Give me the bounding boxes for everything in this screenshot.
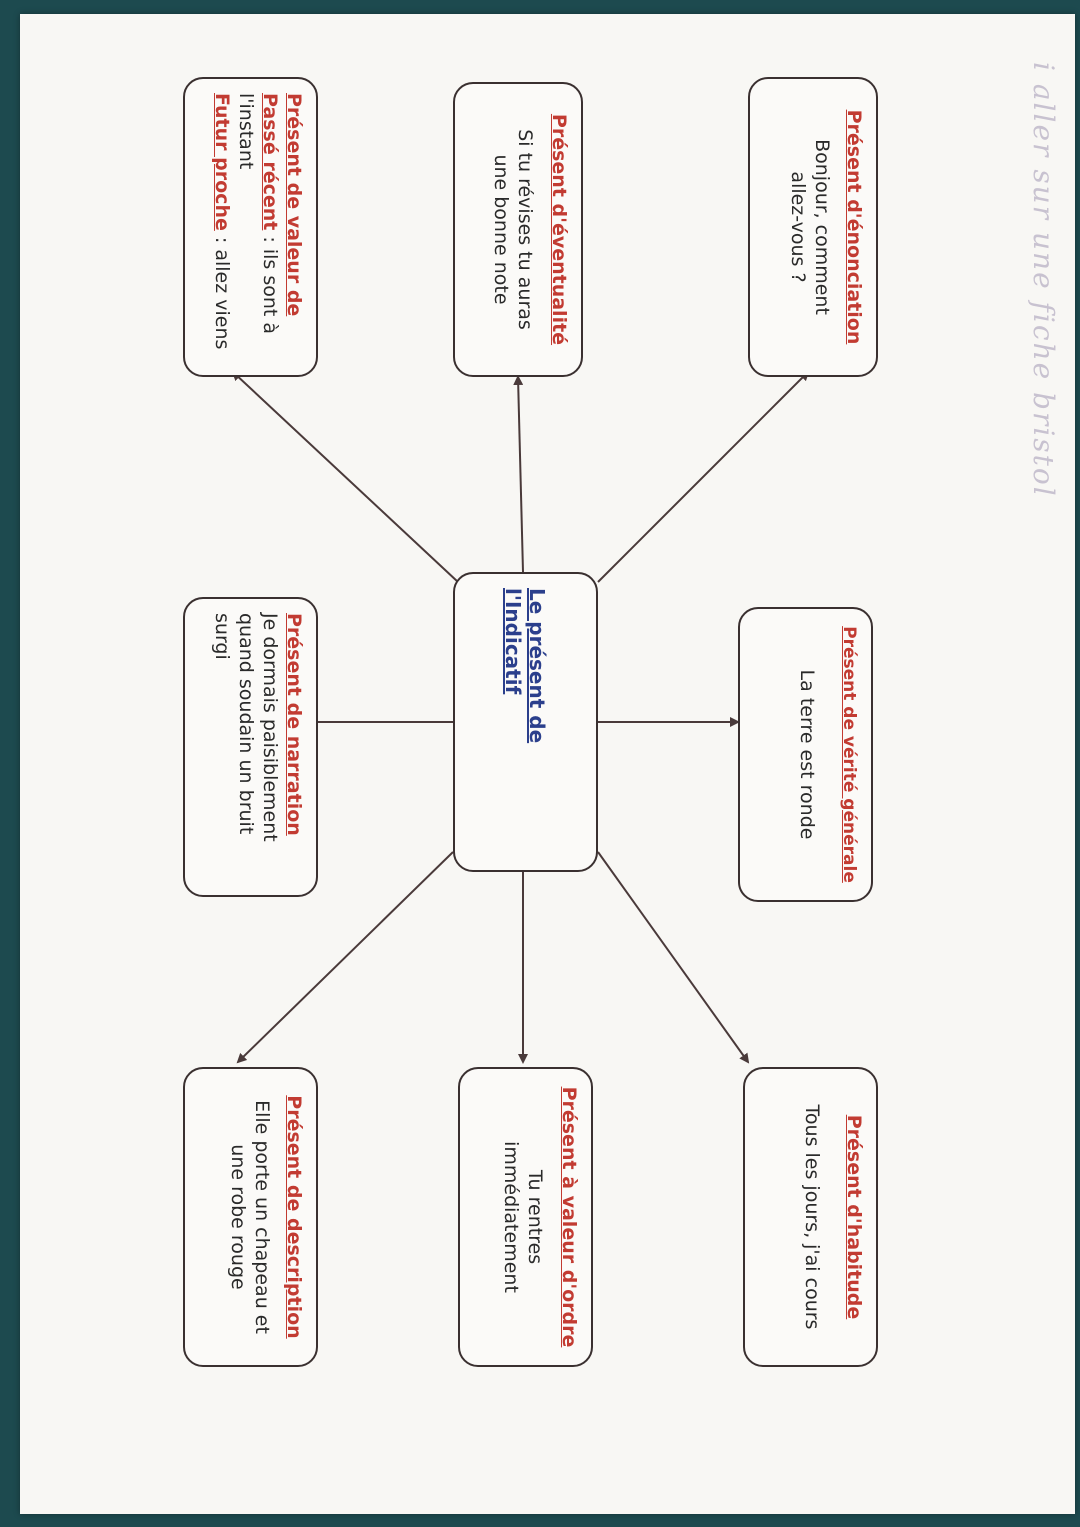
text-enonciation-2: allez-vous ? [787,171,809,283]
text-verite-1: La terre est ronde [796,669,818,840]
text-habitude-1: Tous les jours, j'ai cours [801,1104,823,1330]
text-description-1: Elle porte un chapeau et [251,1100,273,1334]
arrow-to-eventualite [513,375,524,573]
box-eventualite: Présent d'éventualité Si tu révises tu a… [453,82,583,377]
arrow-to-description [236,851,454,1064]
text-description-2: une robe rouge [227,1144,249,1290]
label-passe-recent: Passé récent [259,93,281,231]
box-center: Le présent de l'Indicatif [453,572,598,872]
title-enonciation: Présent d'énonciation [843,109,865,345]
box-narration: Présent de narration Je dormais paisible… [183,597,318,897]
label-futur-proche: Futur proche [211,93,233,231]
text-eventualite-2: une bonne note [490,154,512,305]
box-description: Présent de description Elle porte un cha… [183,1067,318,1367]
text-passe-recent-2: l'instant [235,93,257,170]
text-narration-2: quand soudain un bruit [235,613,257,835]
text-ordre-1: Tu rentres [524,1169,546,1265]
title-narration: Présent de narration [283,613,305,836]
mind-map: i aller sur une fiche bristol Présent d'… [28,22,1068,1502]
title-verite: Présent de vérité générale [839,626,859,883]
box-habitude: Présent d'habitude Tous les jours, j'ai … [743,1067,878,1367]
text-narration-3: surgi [211,613,233,660]
arrow-to-enonciation [597,370,810,583]
title-habitude: Présent d'habitude [843,1114,865,1320]
text-ordre-2: immédiatement [500,1141,522,1293]
title-valeur: Présent de valeur de [283,93,305,317]
box-valeur: Présent de valeur de Passé récent : ils … [183,77,318,377]
text-passe-recent: : ils sont à [259,230,281,335]
text-narration-1: Je dormais paisiblement [259,613,281,842]
text-futur-proche: : allez viens [211,230,233,350]
arrow-to-valeur [231,370,459,583]
arrow-to-habitude [597,851,750,1064]
title-eventualite: Présent d'éventualité [548,113,570,346]
text-eventualite-1: Si tu révises tu auras [514,129,536,330]
box-verite: Présent de vérité générale La terre est … [738,607,873,902]
box-ordre: Présent à valeur d'ordre Tu rentres immé… [458,1067,593,1367]
title-description: Présent de description [283,1095,305,1339]
title-ordre: Présent à valeur d'ordre [558,1086,580,1348]
text-enonciation-1: Bonjour, comment [811,139,833,315]
center-title: Le présent de l'Indicatif [501,588,550,744]
box-enonciation: Présent d'énonciation Bonjour, comment a… [748,77,878,377]
